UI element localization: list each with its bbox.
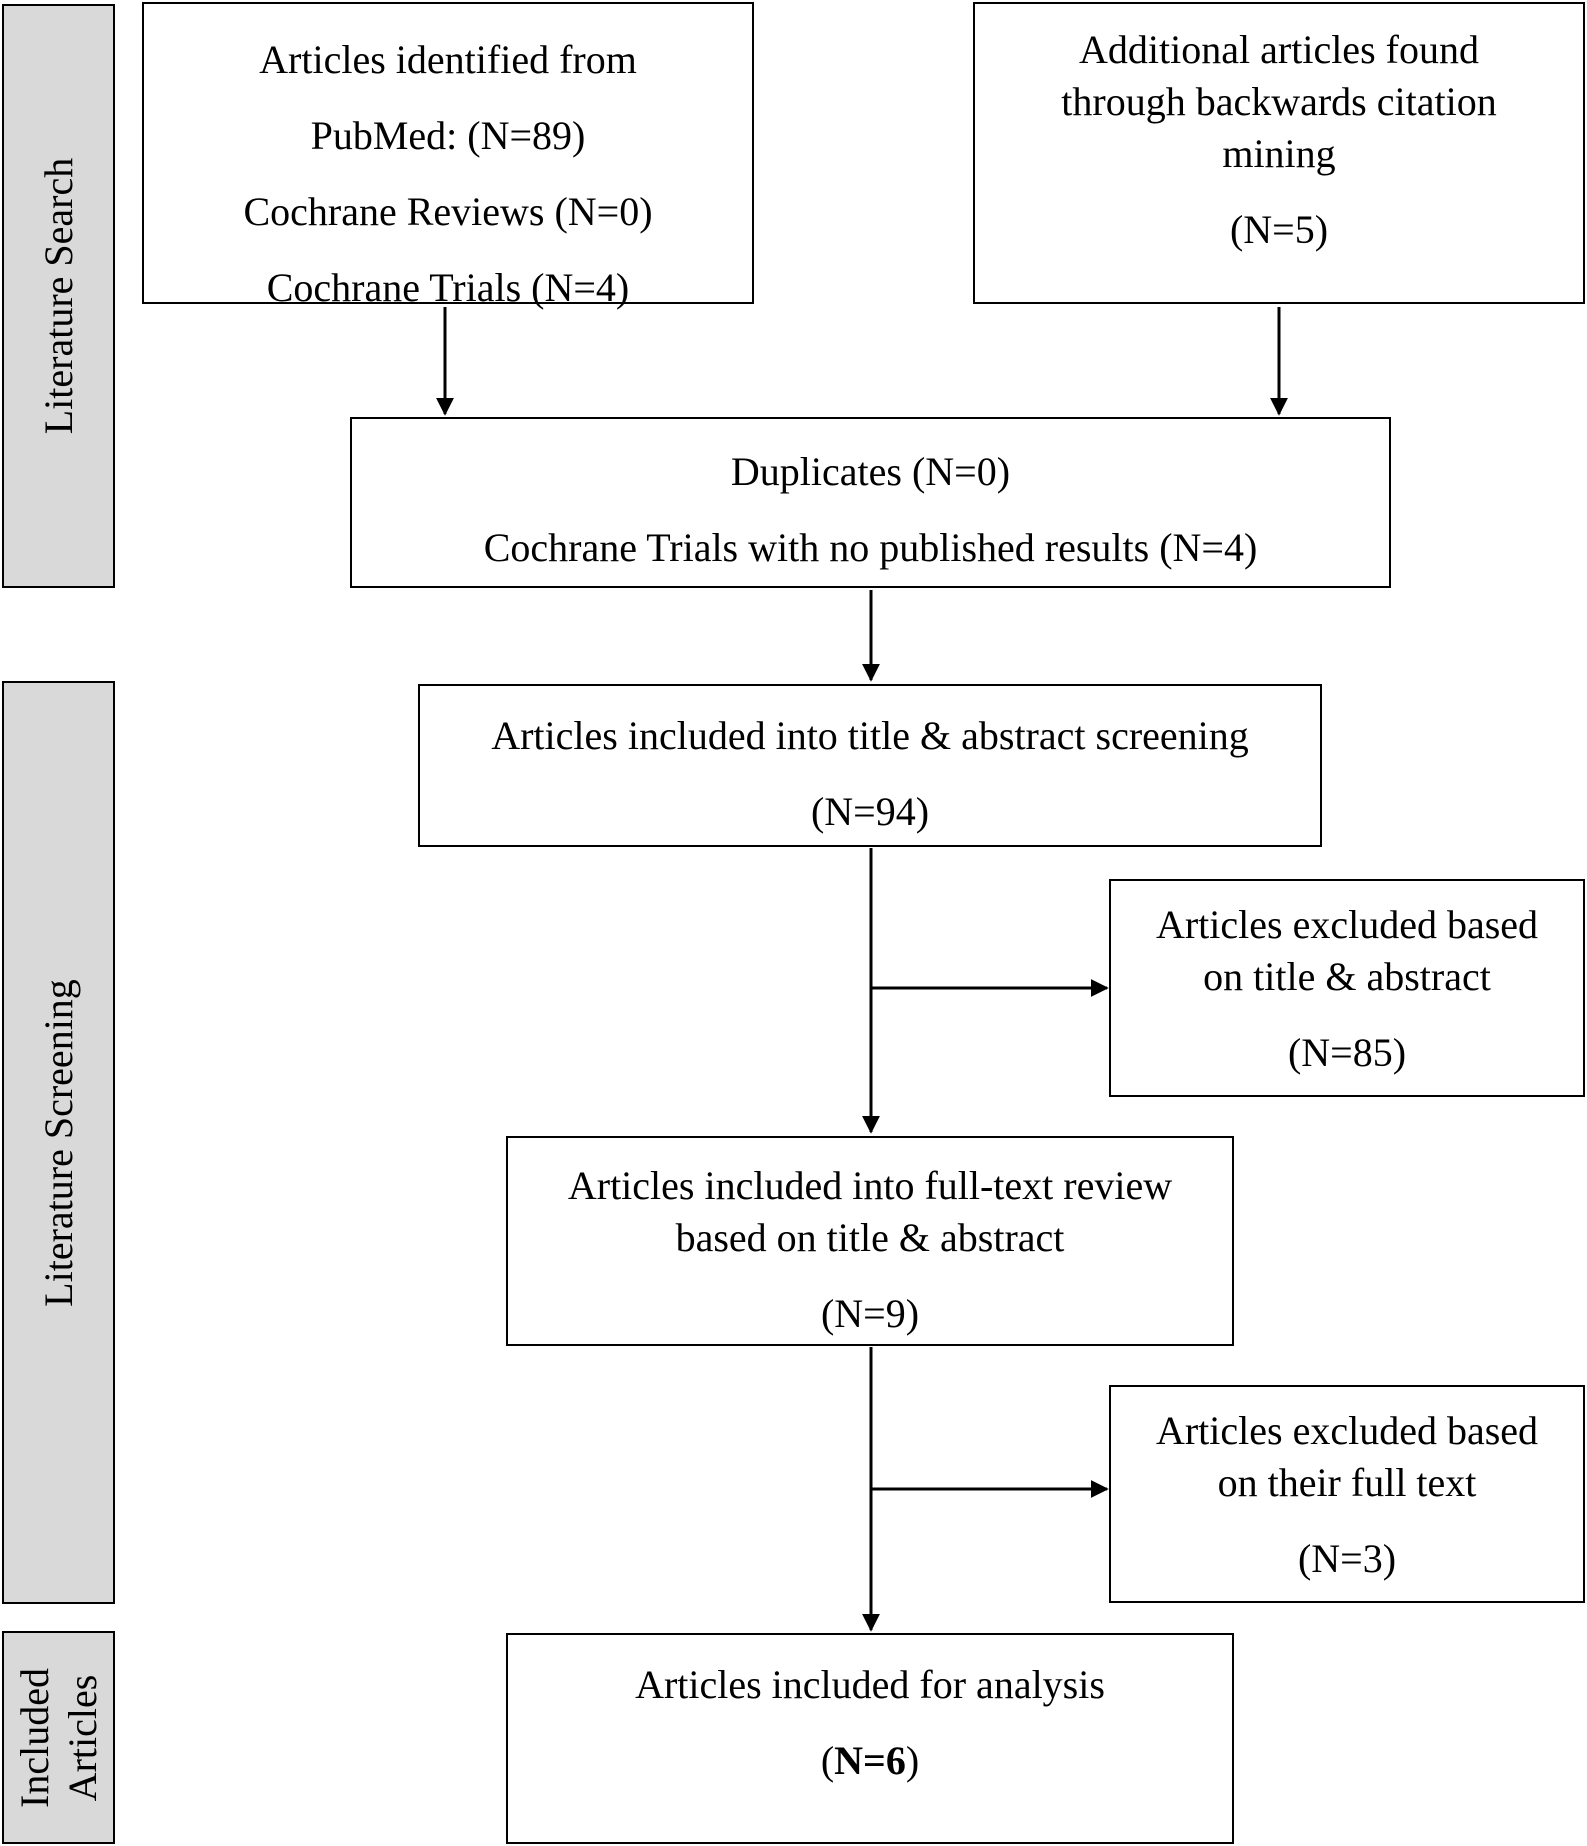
duplicates-line1: Duplicates (N=0) (730, 449, 1011, 494)
analysis-line1: Articles included for analysis (635, 1662, 1105, 1707)
section-included-articles: Included Articles (2, 1631, 115, 1844)
full-text-count: (N=9) (820, 1291, 920, 1336)
additional-line2: through backwards citation (1061, 79, 1497, 124)
box-full-text-review: Articles included into full-text review … (506, 1136, 1234, 1346)
excluded-full-count: (N=3) (1297, 1536, 1397, 1581)
additional-count: (N=5) (1229, 207, 1329, 252)
excluded-full-line2: on their full text (1217, 1460, 1477, 1505)
analysis-count-value: N=6 (834, 1738, 906, 1783)
box-included-for-analysis: Articles included for analysis (N=6) (506, 1633, 1234, 1844)
excluded-full-line1: Articles excluded based (1155, 1408, 1539, 1453)
full-text-line1: Articles included into full-text review (567, 1163, 1173, 1208)
excluded-title-count: (N=85) (1287, 1030, 1407, 1075)
excluded-title-line2: on title & abstract (1203, 954, 1491, 999)
section-label-literature-search: Literature Search (35, 157, 81, 435)
section-label-included-line1: Included (11, 1667, 57, 1808)
box-excluded-full-text: Articles excluded based on their full te… (1109, 1385, 1585, 1603)
full-text-line2: based on title & abstract (675, 1215, 1065, 1260)
identified-title: Articles identified from (259, 37, 637, 82)
box-duplicates: Duplicates (N=0) Cochrane Trials with no… (350, 417, 1391, 588)
title-abstract-line1: Articles included into title & abstract … (491, 713, 1249, 758)
box-excluded-title-abstract: Articles excluded based on title & abstr… (1109, 879, 1585, 1097)
analysis-count-open: ( (820, 1738, 835, 1783)
box-additional-articles: Additional articles found through backwa… (973, 2, 1585, 304)
identified-cochrane-reviews: Cochrane Reviews (N=0) (243, 189, 653, 234)
title-abstract-count: (N=94) (810, 789, 930, 834)
section-literature-screening: Literature Screening (2, 681, 115, 1604)
box-articles-identified: Articles identified from PubMed: (N=89) … (142, 2, 754, 310)
analysis-count: (N=6) (508, 1723, 1232, 1799)
section-label-included-articles: Included Articles (11, 1668, 107, 1808)
section-label-included-line2: Articles (59, 1674, 105, 1801)
identified-pubmed: PubMed: (N=89) (310, 113, 586, 158)
duplicates-line2: Cochrane Trials with no published result… (483, 525, 1258, 570)
analysis-count-close: ) (905, 1738, 920, 1783)
additional-line3: mining (1222, 131, 1336, 176)
excluded-title-line1: Articles excluded based (1155, 902, 1539, 947)
additional-line1: Additional articles found (1079, 27, 1479, 72)
identified-cochrane-trials: Cochrane Trials (N=4) (266, 265, 630, 310)
section-literature-search: Literature Search (2, 4, 115, 588)
section-label-literature-screening: Literature Screening (35, 978, 81, 1307)
box-title-abstract-screening: Articles included into title & abstract … (418, 684, 1322, 847)
